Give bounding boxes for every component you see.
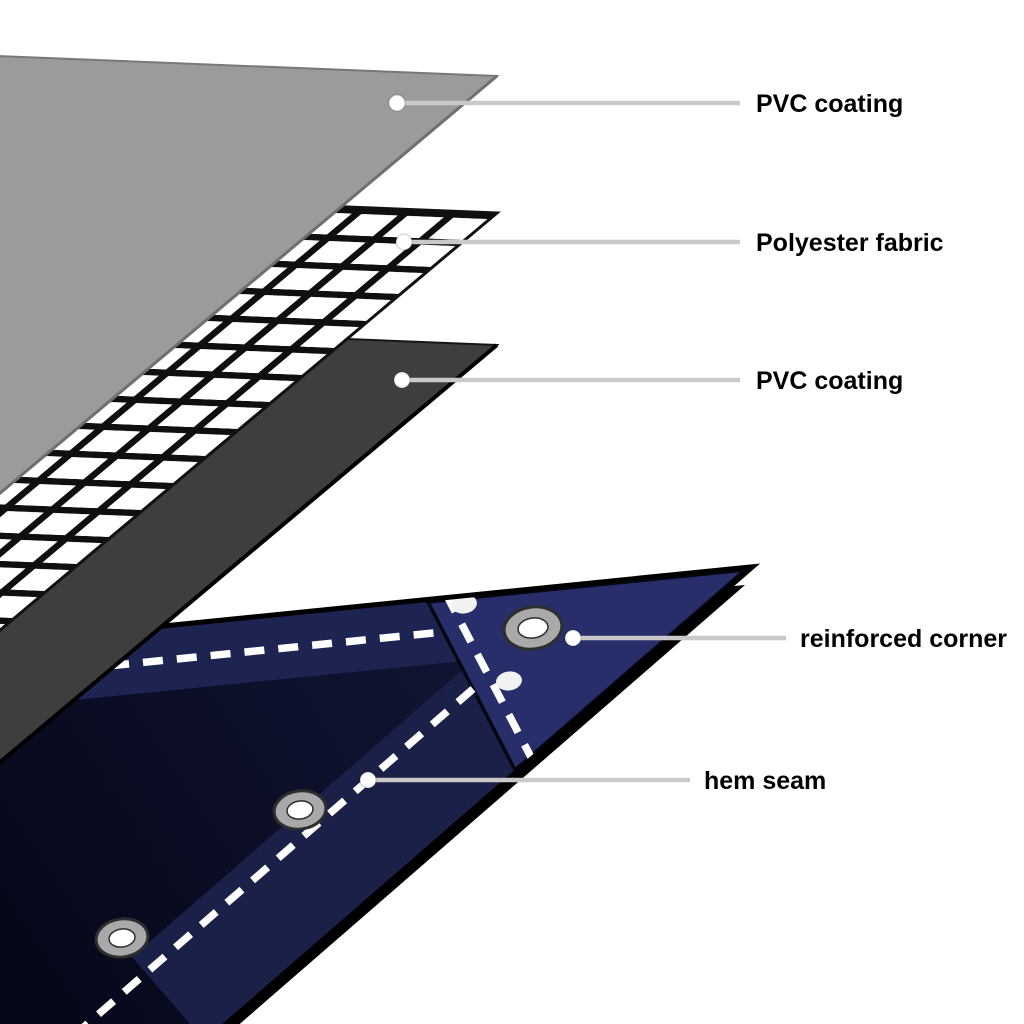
- leader-dot-hem-seam: [359, 771, 377, 789]
- label-pvc-coating-bottom: PVC coating: [756, 367, 903, 395]
- leader-dot-polyester: [395, 233, 413, 251]
- pvc-bottom-edge: [0, 343, 499, 765]
- label-reinforced-corner: reinforced corner: [800, 625, 1007, 653]
- tarpaulin-sheet: [0, 563, 761, 1024]
- label-pvc-coating-top: PVC coating: [756, 90, 903, 118]
- corner-grommet: [502, 605, 564, 651]
- pvc-top-face: [0, 55, 500, 495]
- corner-hole-upper: [451, 594, 477, 614]
- leader-lines: [359, 94, 786, 789]
- stitch-line-hem-seam: [52, 686, 476, 1024]
- tarp-details: [0, 570, 745, 1024]
- pvc-top-edge: [0, 74, 498, 496]
- hem-grommet-2: [94, 917, 150, 959]
- corner-hole-lower: [496, 671, 522, 691]
- callout-labels: PVC coating Polyester fabric PVC coating…: [704, 90, 1007, 795]
- leader-dot-pvc-top: [388, 94, 406, 112]
- pvc-top-sheet: [0, 55, 500, 496]
- hem-grommet-1: [272, 789, 328, 831]
- leader-dot-pvc-bottom: [393, 371, 411, 389]
- label-hem-seam: hem seam: [704, 767, 826, 795]
- label-polyester-fabric: Polyester fabric: [756, 229, 944, 257]
- leader-dot-reinforced-corner: [564, 629, 582, 647]
